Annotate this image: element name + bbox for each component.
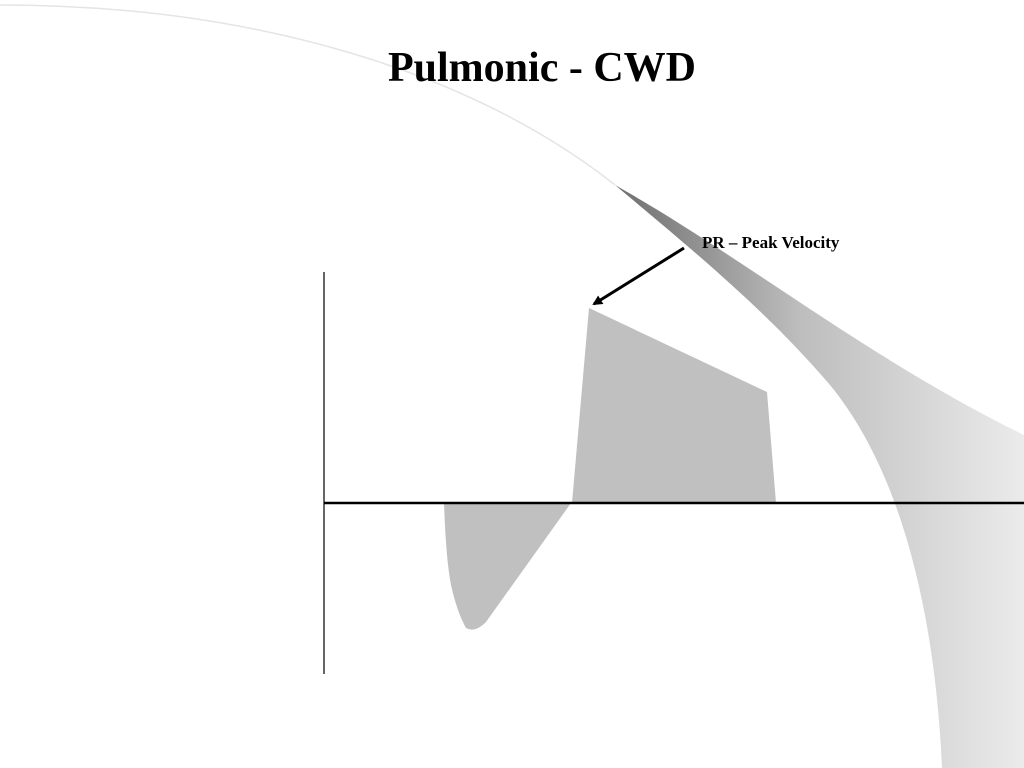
decorative-swoosh — [615, 185, 1024, 768]
peak-velocity-label: PR – Peak Velocity — [702, 233, 840, 252]
annotation-arrow — [592, 246, 685, 306]
decorative-arc — [0, 4, 616, 186]
pr-regurgitation-envelope — [572, 308, 776, 503]
slide-title: Pulmonic - CWD — [388, 45, 696, 91]
systolic-flow-envelope — [444, 503, 571, 630]
